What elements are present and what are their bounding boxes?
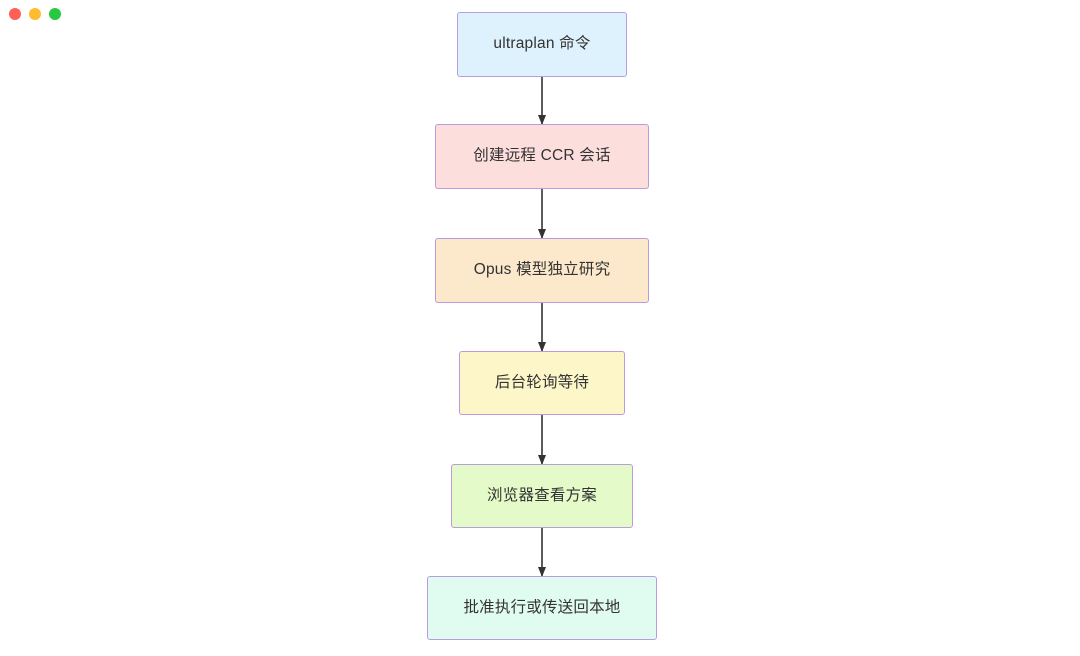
flow-node-label: 创建远程 CCR 会话 [473, 147, 611, 165]
flow-node-label: 后台轮询等待 [494, 373, 590, 391]
flow-node-label: Opus 模型独立研究 [473, 261, 611, 279]
minimize-button[interactable] [29, 8, 41, 20]
flow-node-label: 批准执行或传送回本地 [463, 598, 621, 616]
flow-node-n2[interactable]: 创建远程 CCR 会话 [435, 124, 649, 189]
close-button[interactable] [9, 8, 21, 20]
flow-node-n1[interactable]: ultraplan 命令 [457, 12, 627, 77]
flow-node-n6[interactable]: 批准执行或传送回本地 [427, 576, 657, 640]
flow-node-label: 浏览器查看方案 [487, 486, 597, 504]
flow-node-n3[interactable]: Opus 模型独立研究 [435, 238, 649, 303]
flow-node-label: ultraplan 命令 [493, 35, 591, 53]
flow-node-n5[interactable]: 浏览器查看方案 [451, 464, 633, 528]
maximize-button[interactable] [49, 8, 61, 20]
flow-node-n4[interactable]: 后台轮询等待 [459, 351, 625, 415]
window-controls [9, 8, 61, 20]
